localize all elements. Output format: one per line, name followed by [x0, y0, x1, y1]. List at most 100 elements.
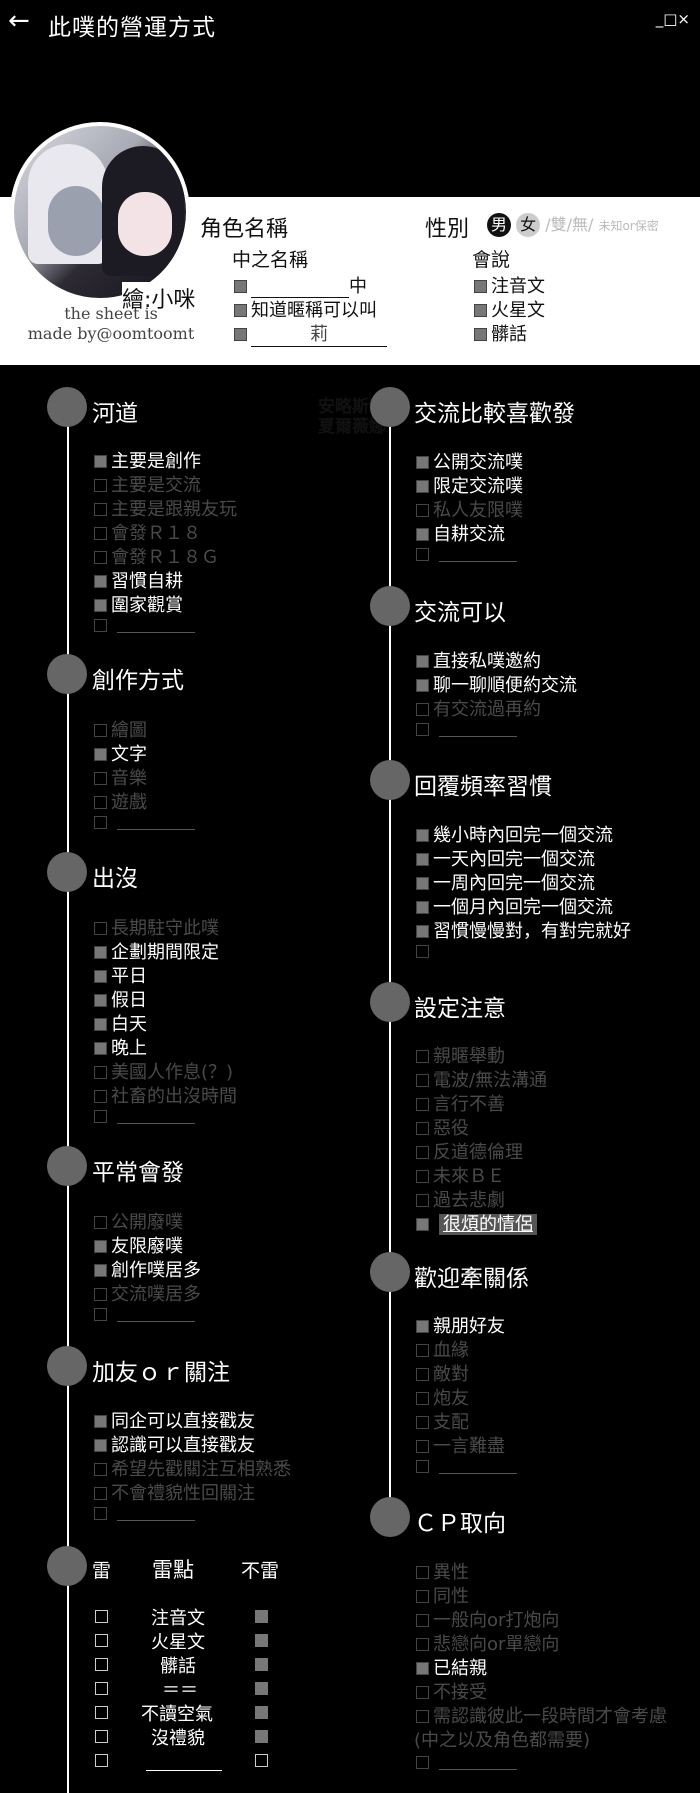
checkbox[interactable] — [474, 280, 487, 293]
list-item[interactable]: 圍家觀賞 — [94, 591, 183, 617]
list-item[interactable]: 悲戀向or單戀向 — [416, 1630, 559, 1656]
list-item[interactable]: 習慣慢慢對，有對完就好 — [416, 917, 631, 943]
blank-item[interactable] — [416, 544, 517, 565]
list-item[interactable]: 公開廢噗 — [94, 1208, 183, 1234]
list-item[interactable]: 一天內回完一個交流 — [416, 845, 595, 871]
gender-private: 未知or保密 — [598, 219, 659, 233]
list-item[interactable]: 言行不善 — [416, 1090, 505, 1116]
list-item[interactable]: 聊一聊順便約交流 — [416, 671, 577, 697]
blank-item[interactable] — [94, 615, 195, 636]
list-item[interactable]: 企劃期間限定 — [94, 938, 219, 964]
list-item[interactable]: 會發Ｒ１８ — [94, 519, 201, 545]
list-item[interactable]: 未來ＢＥ — [416, 1162, 505, 1188]
blank-item[interactable] — [416, 1752, 517, 1773]
list-item[interactable]: 很煩的情侶 — [416, 1210, 537, 1236]
list-item[interactable]: 異性 — [416, 1558, 469, 1584]
mine-checkbox[interactable] — [95, 1754, 108, 1767]
checkbox[interactable] — [474, 304, 487, 317]
blank-item[interactable] — [416, 1456, 517, 1477]
blank-item[interactable] — [416, 719, 517, 740]
section-bullet — [370, 387, 410, 427]
list-item[interactable]: 有交流過再約 — [416, 695, 541, 721]
list-item[interactable]: 社畜的出沒時間 — [94, 1082, 237, 1108]
list-item[interactable]: 親朋好友 — [416, 1312, 505, 1338]
mine-checkbox[interactable] — [95, 1658, 108, 1671]
not-mine-checkbox[interactable] — [255, 1754, 268, 1767]
list-item[interactable]: 惡役 — [416, 1114, 469, 1140]
not-mine-checkbox[interactable] — [255, 1658, 268, 1671]
list-item[interactable]: 平日 — [94, 962, 147, 988]
list-item[interactable]: 同企可以直接戳友 — [94, 1407, 255, 1433]
list-item[interactable]: 晚上 — [94, 1034, 147, 1060]
list-item[interactable]: 文字 — [94, 740, 147, 766]
list-item[interactable]: 一言難盡 — [416, 1432, 505, 1458]
list-item[interactable]: 友限廢噗 — [94, 1232, 183, 1258]
list-item[interactable]: 一般向or打炮向 — [416, 1606, 559, 1632]
list-item[interactable]: 主要是創作 — [94, 447, 201, 473]
list-item[interactable]: 限定交流噗 — [416, 472, 523, 498]
list-item[interactable]: 假日 — [94, 986, 147, 1012]
section-bullet — [47, 852, 87, 892]
list-item[interactable]: 炮友 — [416, 1384, 469, 1410]
list-item[interactable]: 習慣自耕 — [94, 567, 183, 593]
mine-checkbox[interactable] — [95, 1634, 108, 1647]
section-bullet — [370, 1252, 410, 1292]
blank-item[interactable] — [416, 941, 439, 962]
list-item[interactable]: 繪圖 — [94, 716, 147, 742]
not-mine-checkbox[interactable] — [255, 1682, 268, 1695]
list-item[interactable]: 不接受 — [416, 1678, 487, 1704]
list-item[interactable]: 需認識彼此一段時間才會考慮 — [416, 1702, 667, 1728]
list-item[interactable]: 直接私噗邀約 — [416, 647, 541, 673]
mine-checkbox[interactable] — [95, 1610, 108, 1623]
list-item[interactable]: 已結親 — [416, 1654, 487, 1680]
window-controls[interactable]: _□× — [655, 10, 690, 28]
list-item[interactable]: 交流噗居多 — [94, 1280, 201, 1306]
list-item[interactable]: 反道德倫理 — [416, 1138, 523, 1164]
not-mine-checkbox[interactable] — [255, 1706, 268, 1719]
list-item[interactable]: 遊戲 — [94, 788, 147, 814]
list-item[interactable]: 支配 — [416, 1408, 469, 1434]
mines-title: 雷點 — [152, 1558, 194, 1582]
list-item[interactable]: 自耕交流 — [416, 520, 505, 546]
list-item[interactable]: 會發Ｒ１８Ｇ — [94, 543, 219, 569]
gender-female[interactable]: 女 — [516, 213, 541, 237]
blank-item[interactable] — [94, 1503, 195, 1524]
list-item[interactable]: 不會禮貌性回關注 — [94, 1479, 255, 1505]
blank-item[interactable] — [94, 1304, 195, 1325]
gender-male[interactable]: 男 — [487, 213, 511, 237]
mine-blank-line[interactable] — [146, 1770, 222, 1771]
arrow-left-icon[interactable]: ← — [8, 6, 30, 36]
list-item[interactable]: 主要是交流 — [94, 471, 201, 497]
list-item[interactable]: 過去悲劇 — [416, 1186, 505, 1212]
mine-checkbox[interactable] — [95, 1730, 108, 1743]
not-mine-checkbox[interactable] — [255, 1610, 268, 1623]
list-item[interactable]: 音樂 — [94, 764, 147, 790]
list-item[interactable]: 血緣 — [416, 1336, 469, 1362]
not-mine-checkbox[interactable] — [255, 1634, 268, 1647]
list-item[interactable]: 白天 — [94, 1010, 147, 1036]
blank-item[interactable] — [94, 812, 195, 833]
mine-checkbox[interactable] — [95, 1682, 108, 1695]
checkbox[interactable] — [234, 280, 247, 293]
list-item[interactable]: 創作噗居多 — [94, 1256, 201, 1282]
list-item[interactable]: 私人友限噗 — [416, 496, 523, 522]
list-item[interactable]: 主要是跟親友玩 — [94, 495, 237, 521]
list-item[interactable]: 敵對 — [416, 1360, 469, 1386]
list-item[interactable]: 美國人作息(？) — [94, 1058, 233, 1084]
list-item[interactable]: 親暱舉動 — [416, 1042, 505, 1068]
list-item[interactable]: 認識可以直接戳友 — [94, 1431, 255, 1457]
checkbox[interactable] — [234, 328, 247, 341]
list-item[interactable]: 公開交流噗 — [416, 448, 523, 474]
list-item[interactable]: 一周內回完一個交流 — [416, 869, 595, 895]
not-mine-checkbox[interactable] — [255, 1730, 268, 1743]
list-item[interactable]: 一個月內回完一個交流 — [416, 893, 613, 919]
list-item[interactable]: 同性 — [416, 1582, 469, 1608]
mine-checkbox[interactable] — [95, 1706, 108, 1719]
blank-item[interactable] — [94, 1106, 195, 1127]
checkbox[interactable] — [234, 304, 247, 317]
list-item[interactable]: 希望先戳關注互相熟悉 — [94, 1455, 291, 1481]
list-item[interactable]: 長期駐守此噗 — [94, 914, 219, 940]
list-item[interactable]: 幾小時內回完一個交流 — [416, 821, 613, 847]
list-item[interactable]: 電波/無法溝通 — [416, 1066, 547, 1092]
checkbox[interactable] — [474, 328, 487, 341]
